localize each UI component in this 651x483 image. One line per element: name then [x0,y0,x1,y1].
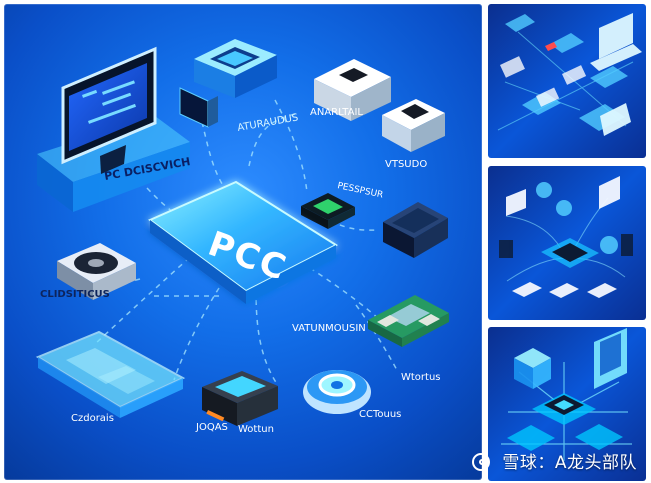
motherboard: VATUNMOUSIN [292,295,449,347]
main-technology-illustration: PC DCISCVICH ATURAUDUS ANARLTAIL [4,4,482,480]
bottom-side-thumbnail [488,327,646,481]
clidsiticus-label: CLIDSITICUS [40,289,110,300]
green-chip: PESSPSUR [301,181,384,229]
dark-panel-device [179,87,218,128]
watermark: 雪球：A龙头部队 [472,448,637,473]
dark-gpu-box [383,202,448,258]
joqas-label: JOQAS [195,422,228,433]
cctouus-label: CCTouus [359,409,401,420]
wtortus-label: Wtortus [401,372,441,383]
white-processor-box: ANARLTAIL [310,59,391,121]
white-module-box: VTSUDO [382,99,445,170]
optical-drive: CLIDSITICUS [40,243,136,300]
round-hub: Wtortus CCTouus [303,370,441,420]
wottun-label: Wottun [238,424,274,435]
top-thumbnail-svg [497,13,642,136]
watermark-text: 雪球：A龙头部队 [502,453,637,473]
anarltail-label: ANARLTAIL [310,107,363,118]
vatunmousin-label: VATUNMOUSIN [292,323,366,334]
monitor-station: PC DCISCVICH [37,46,191,212]
pesspsur-label: PESSPSUR [336,181,384,200]
glass-tablet: Czdorais [35,330,186,424]
snowball-logo-icon [472,453,491,471]
middle-side-thumbnail [488,166,646,320]
vtsudo-label: VTSUDO [385,159,427,170]
top-side-thumbnail [488,4,646,158]
middle-thumbnail-svg [499,176,633,298]
ram-module: JOQAS Wottun [195,371,278,435]
czdorais-label: Czdorais [71,413,114,424]
central-pcc-platform: PCC [148,180,339,304]
blue-server-box: ATURAUDUS [194,39,299,134]
main-illustration-svg: PC DCISCVICH ATURAUDUS ANARLTAIL [35,39,449,435]
bottom-thumbnail-svg [501,328,632,461]
